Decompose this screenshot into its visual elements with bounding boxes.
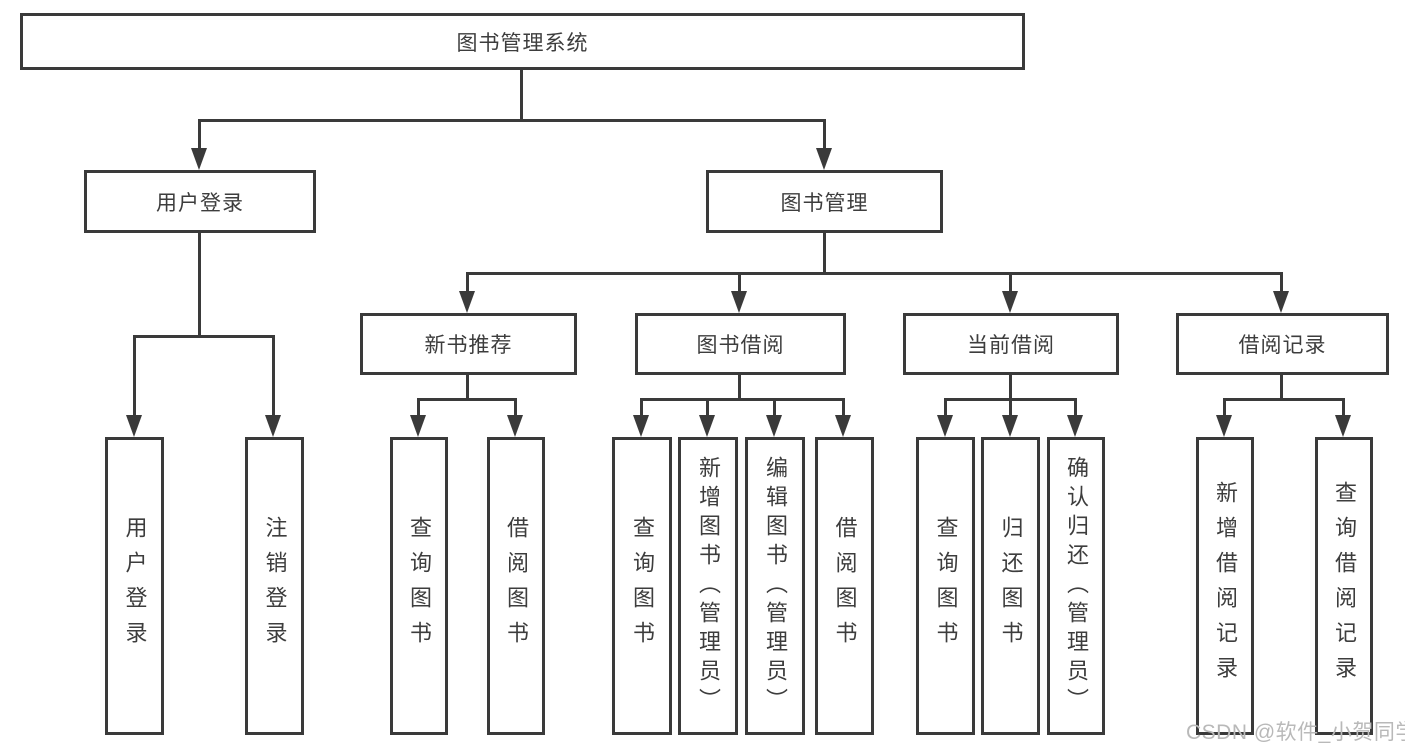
arrow-down-icon bbox=[1216, 415, 1232, 437]
node-label: 确认归还（管理员） bbox=[1064, 455, 1089, 717]
node-label: 用户登录 bbox=[156, 191, 244, 215]
arrow-down-icon bbox=[1002, 415, 1018, 437]
node-label: 借阅图书 bbox=[832, 516, 858, 656]
node-label: 新增图书（管理员） bbox=[696, 455, 721, 717]
arrow-down-icon bbox=[1335, 415, 1351, 437]
arrow-down-icon bbox=[126, 415, 142, 437]
connector-vline bbox=[1009, 375, 1012, 401]
leaf-query-books-recommend: 查询图书 bbox=[390, 437, 448, 735]
node-label: 新书推荐 bbox=[424, 334, 513, 357]
connector-vline bbox=[272, 335, 275, 420]
arrow-down-icon bbox=[937, 415, 953, 437]
arrow-down-icon bbox=[1067, 415, 1083, 437]
node-label: 图书借阅 bbox=[696, 334, 785, 357]
leaf-confirm-return-admin: 确认归还（管理员） bbox=[1047, 437, 1105, 735]
node-book-borrow: 图书借阅 bbox=[635, 313, 846, 375]
arrow-down-icon bbox=[835, 415, 851, 437]
node-label: 图书管理系统 bbox=[456, 31, 589, 55]
connector-hline bbox=[640, 398, 845, 401]
leaf-query-books-current: 查询图书 bbox=[916, 437, 975, 735]
connector-hline bbox=[417, 398, 517, 401]
connector-vline bbox=[1342, 398, 1345, 420]
arrow-down-icon bbox=[633, 415, 649, 437]
node-current-borrow: 当前借阅 bbox=[903, 313, 1119, 375]
node-user-login: 用户登录 bbox=[84, 170, 316, 233]
connector-hline bbox=[1223, 398, 1344, 401]
connector-vline bbox=[1280, 375, 1283, 401]
connector-hline bbox=[133, 335, 275, 338]
connector-vline bbox=[466, 272, 469, 295]
arrow-down-icon bbox=[507, 415, 523, 437]
arrow-down-icon bbox=[1273, 291, 1289, 313]
connector-vline bbox=[706, 398, 709, 420]
node-label: 查询图书 bbox=[407, 516, 432, 656]
node-borrow-records: 借阅记录 bbox=[1176, 313, 1389, 375]
node-label: 新增借阅记录 bbox=[1213, 481, 1238, 691]
connector-vline bbox=[1223, 398, 1226, 420]
leaf-return-books: 归还图书 bbox=[981, 437, 1040, 735]
leaf-borrow-books-recommend: 借阅图书 bbox=[487, 437, 545, 735]
arrow-down-icon bbox=[265, 415, 281, 437]
node-label: 注销登录 bbox=[262, 516, 288, 656]
connector-vline bbox=[1009, 398, 1012, 420]
node-label: 查询借阅记录 bbox=[1332, 481, 1357, 691]
connector-vline bbox=[1009, 272, 1012, 295]
connector-vline bbox=[738, 272, 741, 295]
arrow-down-icon bbox=[731, 291, 747, 313]
connector-hline bbox=[466, 272, 1283, 275]
connector-vline bbox=[823, 119, 826, 153]
node-label: 用户登录 bbox=[122, 516, 148, 656]
connector-vline bbox=[1280, 272, 1283, 295]
connector-vline bbox=[640, 398, 643, 420]
node-label: 编辑图书（管理员） bbox=[763, 455, 788, 717]
leaf-add-books-admin: 新增图书（管理员） bbox=[678, 437, 738, 735]
leaf-user-login: 用户登录 bbox=[105, 437, 164, 735]
connector-vline bbox=[1074, 398, 1077, 420]
leaf-query-borrow-record: 查询借阅记录 bbox=[1315, 437, 1373, 735]
leaf-borrow-books: 借阅图书 bbox=[815, 437, 874, 735]
arrow-down-icon bbox=[816, 148, 832, 170]
arrow-down-icon bbox=[766, 415, 782, 437]
connector-vline bbox=[823, 233, 826, 275]
leaf-add-borrow-record: 新增借阅记录 bbox=[1196, 437, 1254, 735]
connector-vline bbox=[198, 233, 201, 338]
node-label: 查询图书 bbox=[933, 516, 959, 656]
leaf-logout: 注销登录 bbox=[245, 437, 304, 735]
node-book-management: 图书管理 bbox=[706, 170, 943, 233]
connector-vline bbox=[773, 398, 776, 420]
node-root-system: 图书管理系统 bbox=[20, 13, 1025, 70]
node-label: 图书管理 bbox=[780, 191, 869, 215]
connector-hline bbox=[198, 119, 826, 122]
connector-vline bbox=[520, 70, 523, 122]
connector-vline bbox=[514, 398, 517, 420]
node-new-book-recommend: 新书推荐 bbox=[360, 313, 577, 375]
node-label: 当前借阅 bbox=[967, 334, 1055, 357]
connector-vline bbox=[198, 119, 201, 153]
node-label: 归还图书 bbox=[998, 516, 1024, 656]
node-label: 借阅图书 bbox=[504, 516, 529, 656]
connector-vline bbox=[738, 375, 741, 401]
arrow-down-icon bbox=[410, 415, 426, 437]
node-label: 借阅记录 bbox=[1238, 334, 1327, 357]
connector-vline bbox=[466, 375, 469, 401]
arrow-down-icon bbox=[191, 148, 207, 170]
connector-vline bbox=[417, 398, 420, 420]
leaf-edit-books-admin: 编辑图书（管理员） bbox=[745, 437, 805, 735]
csdn-watermark: CSDN @软件_小贺同学 bbox=[1186, 721, 1405, 744]
arrow-down-icon bbox=[459, 291, 475, 313]
connector-vline bbox=[133, 335, 136, 420]
arrow-down-icon bbox=[1002, 291, 1018, 313]
connector-vline bbox=[944, 398, 947, 420]
connector-vline bbox=[842, 398, 845, 420]
arrow-down-icon bbox=[699, 415, 715, 437]
node-label: 查询图书 bbox=[630, 516, 655, 656]
leaf-query-books-borrow: 查询图书 bbox=[612, 437, 672, 735]
